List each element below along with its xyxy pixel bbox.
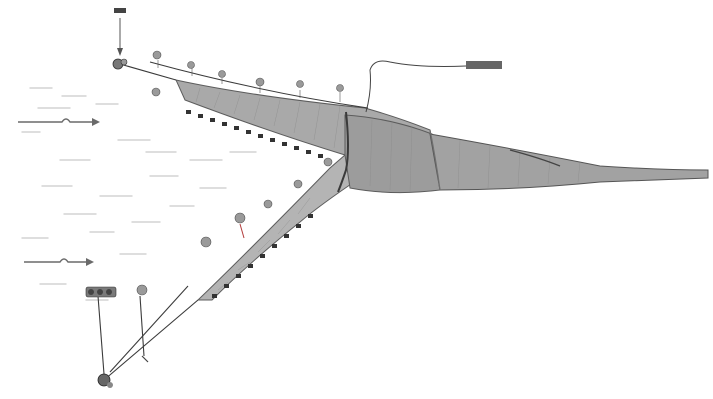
current-arrow-icon: [24, 258, 94, 266]
net-lower-wing: [198, 155, 360, 300]
callout-marker: [366, 61, 502, 112]
net-codend: [430, 134, 708, 190]
sinker-weight-icon: [212, 214, 313, 298]
anchor-icon: [113, 8, 127, 69]
net-square: [345, 115, 440, 193]
water-surface: [22, 88, 256, 300]
bottom-marker: [86, 287, 116, 297]
net-body: [176, 80, 708, 300]
anchor-icon: [98, 356, 148, 388]
current-arrow-icon: [18, 118, 100, 126]
